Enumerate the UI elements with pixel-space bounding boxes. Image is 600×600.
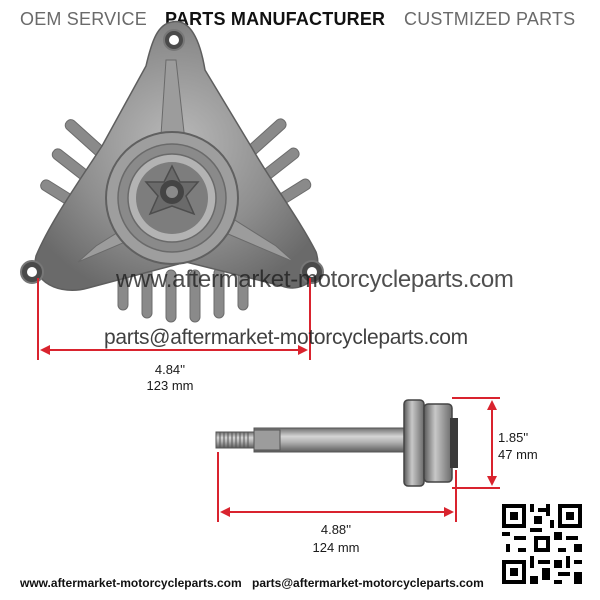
spindle-shaft xyxy=(215,399,458,487)
header-oem-service: OEM SERVICE xyxy=(20,9,147,29)
spindle-housing xyxy=(20,20,324,323)
header-parts-manufacturer: PARTS MANUFACTURER xyxy=(165,9,386,29)
shaft-length-mm: 124 mm xyxy=(312,540,360,555)
qr-code-icon xyxy=(498,500,586,588)
spindle-width-inch: 4.84'' xyxy=(154,362,186,377)
spindle-width-mm: 123 mm xyxy=(146,378,194,393)
footer-website: www.aftermarket-motorcycleparts.com xyxy=(20,576,242,590)
watermark-email: parts@aftermarket-motorcycleparts.com xyxy=(104,326,468,349)
spindle-width-dimension xyxy=(37,278,311,360)
shaft-length-dimension xyxy=(217,452,457,522)
shaft-length-inch: 4.88'' xyxy=(320,522,352,537)
watermark-website: www.aftermarket-motorcycleparts.com xyxy=(116,266,514,293)
pulley-height-mm: 47 mm xyxy=(498,447,538,462)
header-customized-parts: CUSTMIZED PARTS xyxy=(404,9,576,29)
pulley-height-dimension xyxy=(452,397,500,489)
header-bar: OEM SERVICE PARTS MANUFACTURER CUSTMIZED… xyxy=(0,0,600,40)
pulley-height-inch: 1.85'' xyxy=(498,430,529,445)
footer-email: parts@aftermarket-motorcycleparts.com xyxy=(252,576,484,590)
